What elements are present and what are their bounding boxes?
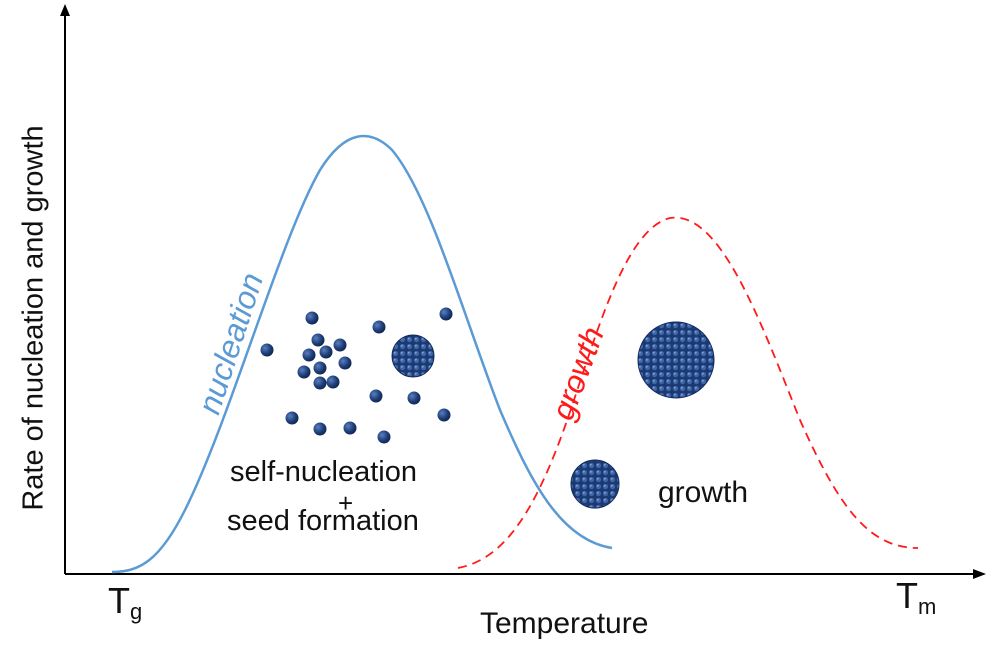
growth-region-label: growth bbox=[658, 476, 749, 509]
self-nucleation-label: self-nucleation bbox=[230, 456, 417, 488]
y-axis bbox=[60, 4, 70, 574]
nucleation-curve bbox=[111, 134, 613, 574]
nucleation-particles bbox=[260, 307, 453, 444]
small-grown-particle bbox=[570, 459, 620, 509]
seed-formation-label: seed formation bbox=[227, 505, 419, 537]
tm-sub: m bbox=[918, 594, 937, 619]
seed-cluster bbox=[391, 334, 435, 378]
tm-main: T bbox=[896, 575, 918, 616]
x-axis bbox=[65, 569, 986, 579]
y-axis-label: Rate of nucleation and growth bbox=[17, 125, 50, 511]
glass-transition-marker: Tg bbox=[108, 580, 142, 625]
plus-sign: + bbox=[338, 488, 354, 518]
tg-main: T bbox=[108, 580, 130, 621]
large-grown-particle bbox=[637, 321, 715, 399]
growth-curve bbox=[457, 216, 919, 569]
x-axis-label: Temperature bbox=[480, 607, 649, 640]
tg-sub: g bbox=[130, 599, 143, 624]
melting-marker: Tm bbox=[896, 575, 936, 620]
